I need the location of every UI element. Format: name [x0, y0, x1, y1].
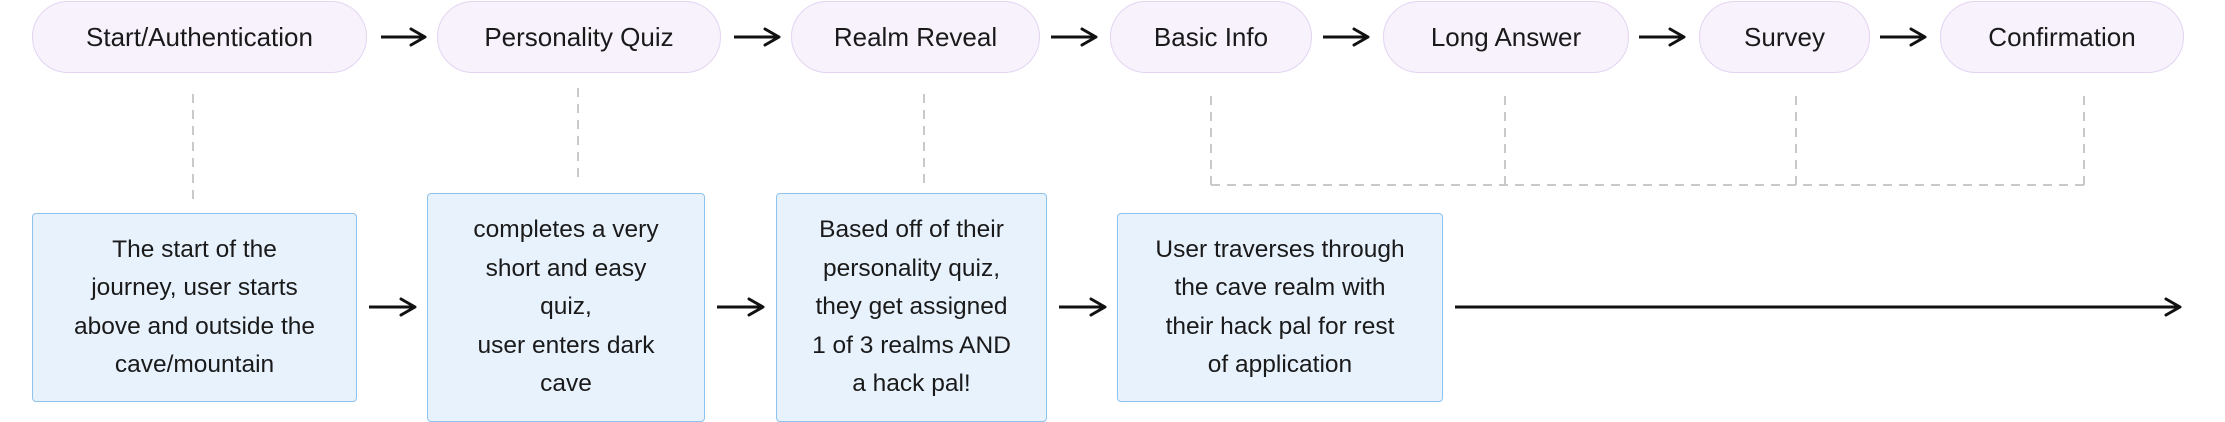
stage-survey: Survey: [1699, 1, 1870, 73]
description-card-cave: User traverses through the cave realm wi…: [1117, 213, 1443, 402]
description-card-quiz: completes a very short and easy quiz, us…: [427, 193, 705, 422]
dashed-connectors: [192, 88, 2085, 200]
stage-realm-reveal: Realm Reveal: [791, 1, 1040, 73]
stage-basic-info: Basic Info: [1110, 1, 1312, 73]
stage-confirmation: Confirmation: [1940, 1, 2184, 73]
stage-personality-quiz: Personality Quiz: [437, 1, 721, 73]
stage-start-authentication: Start/Authentication: [32, 1, 367, 73]
stage-long-answer: Long Answer: [1383, 1, 1629, 73]
description-card-start: The start of the journey, user starts ab…: [32, 213, 357, 402]
description-card-realm: Based off of their personality quiz, the…: [776, 193, 1047, 422]
